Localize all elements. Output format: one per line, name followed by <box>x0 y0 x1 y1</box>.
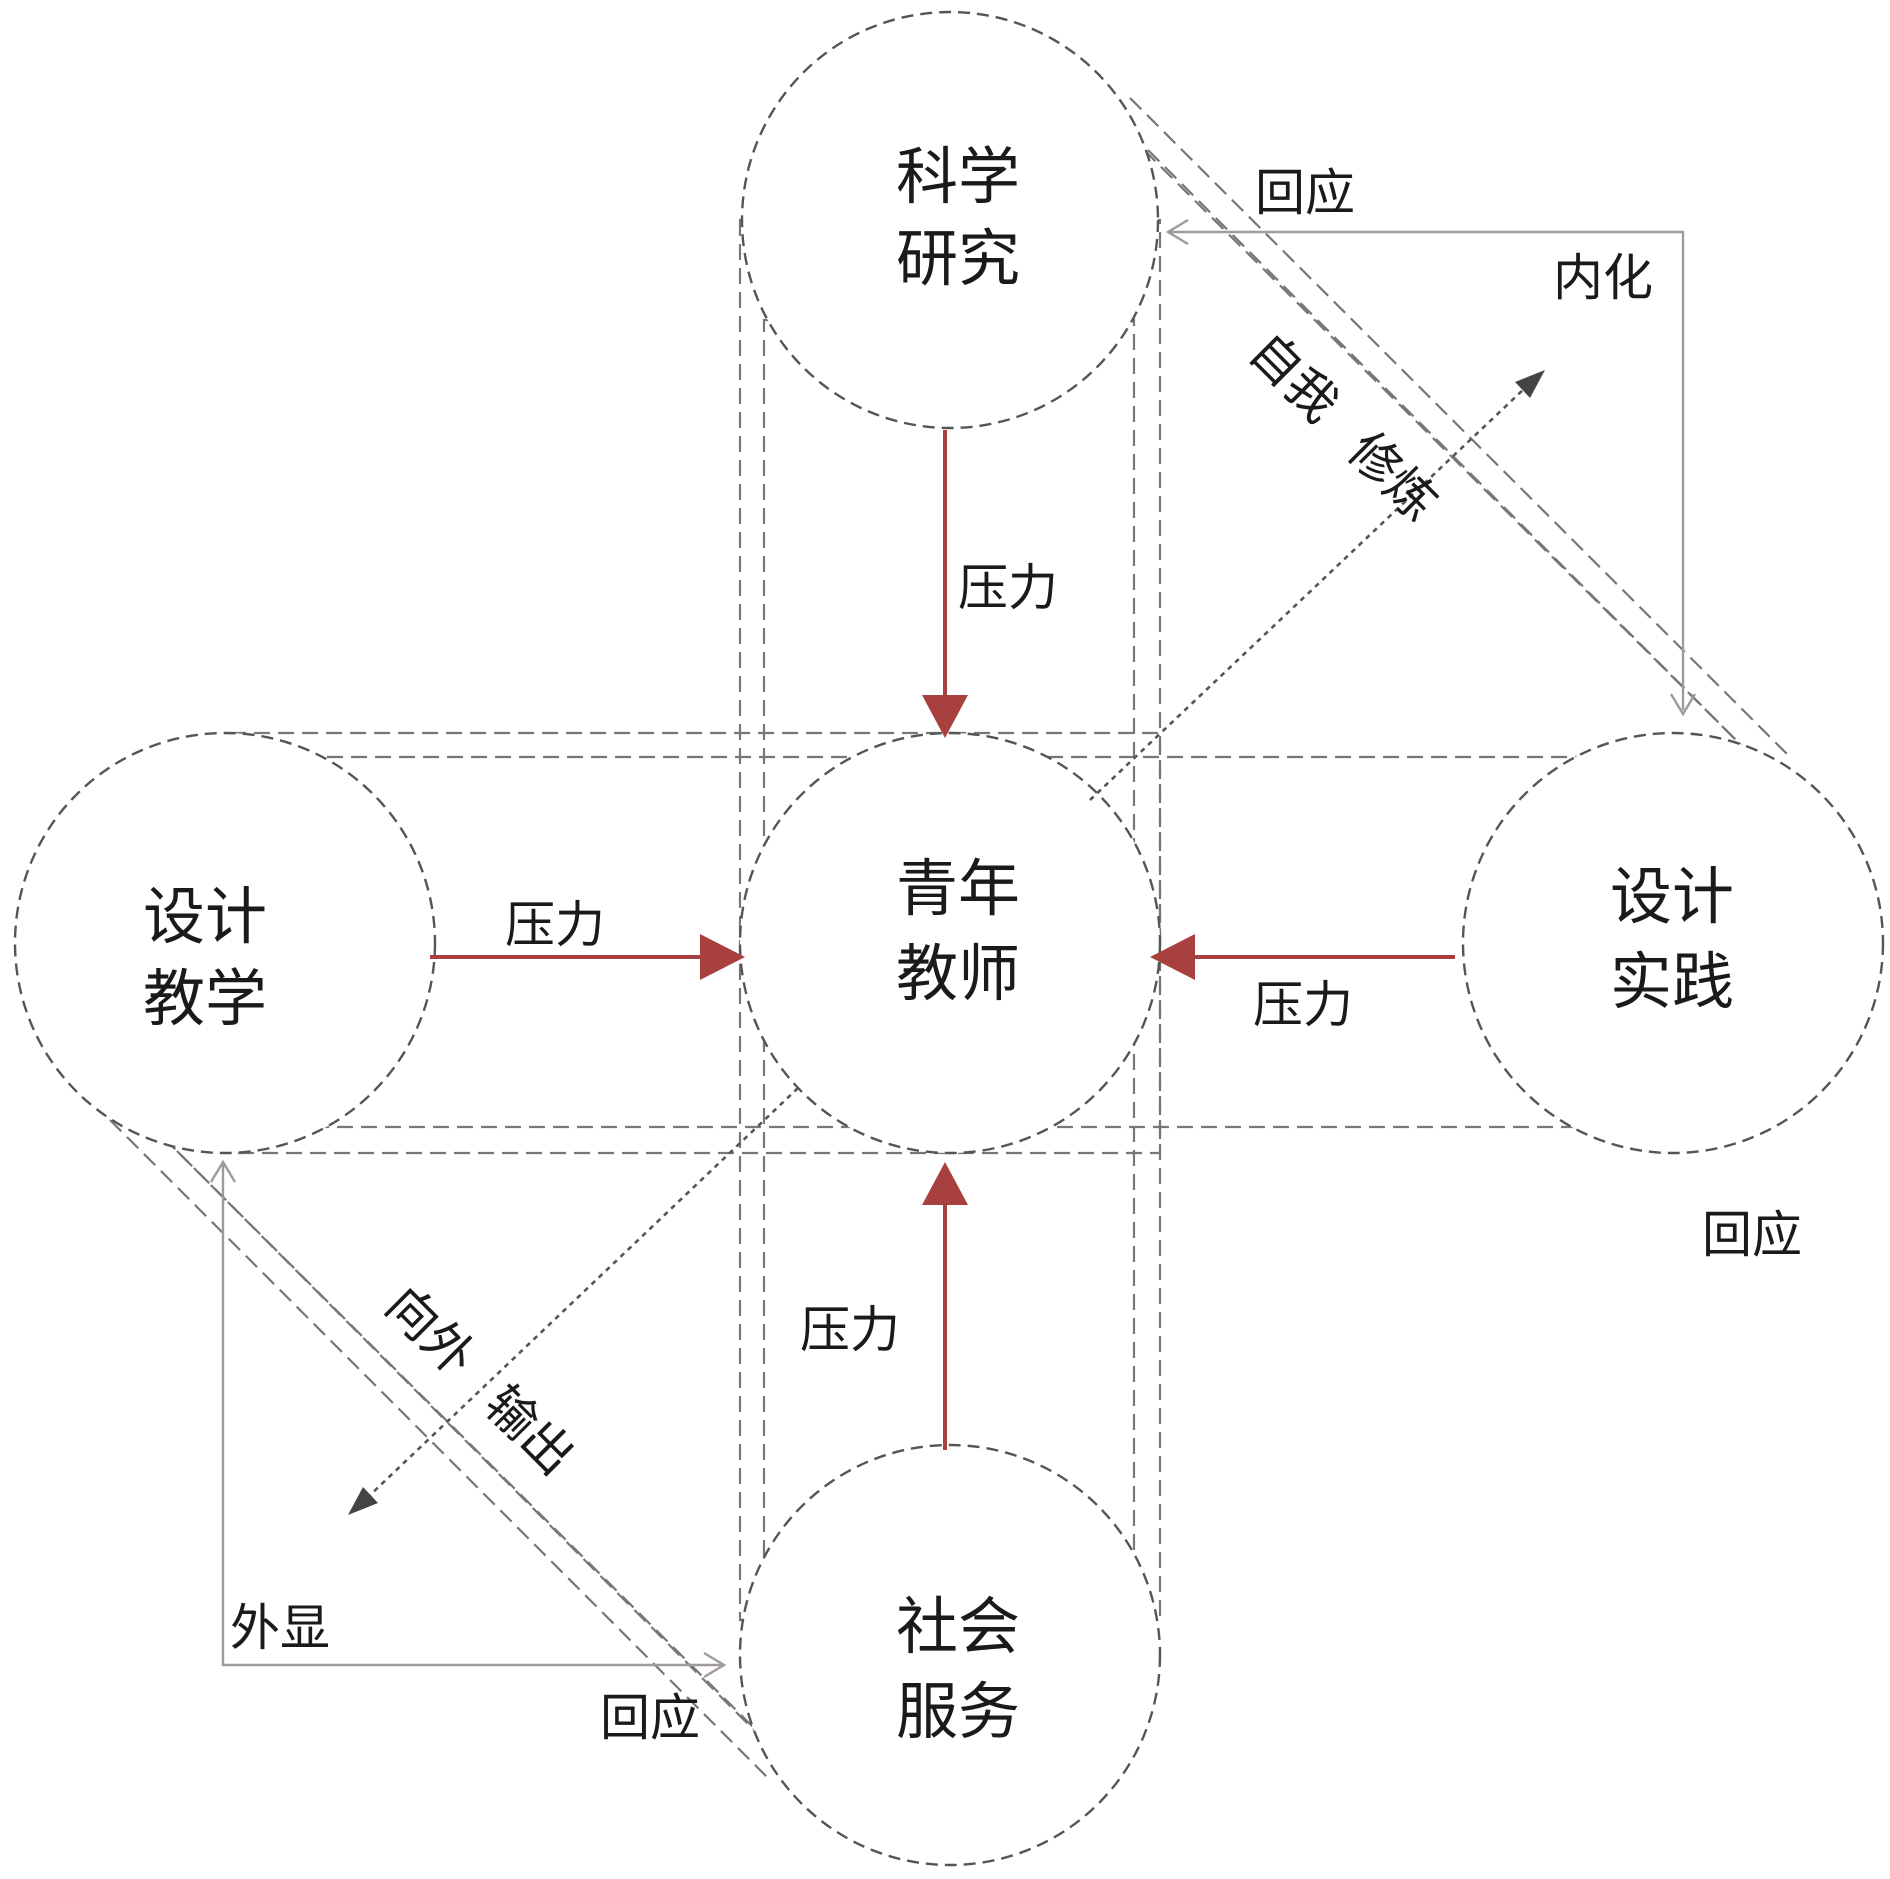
center-label-line2: 教师 <box>896 937 1020 1010</box>
diagonal-frame-bottom-left-c <box>159 1133 755 1731</box>
pressure-arrowhead-bottom <box>922 1162 968 1205</box>
internalize-label: 内化 <box>1553 249 1653 307</box>
pressure-label-bottom: 压力 <box>800 1301 900 1359</box>
pressure-label-left: 压力 <box>505 896 605 954</box>
research-label-line1: 科学 <box>896 140 1020 213</box>
feedback-arrowhead-to-service <box>703 1651 727 1679</box>
service-label-line1: 社会 <box>896 1590 1020 1663</box>
node-circle-practice <box>1461 731 1885 1155</box>
feedback-arrowhead-to-practice <box>1669 693 1697 717</box>
self-cultivation-line <box>1089 387 1526 801</box>
externalize-label: 外显 <box>230 1599 330 1657</box>
self-cultivation-arrowhead <box>1515 370 1545 398</box>
diagonal-frame-bottom-left-b <box>129 1103 791 1765</box>
pressure-arrows <box>430 430 1455 1450</box>
node-circle-teaching <box>13 731 437 1155</box>
self-cultivation-part2: 修炼 <box>1337 421 1449 533</box>
diagonal-frame-bottom-left-a <box>109 1119 771 1781</box>
feedback-arrowhead-to-teaching <box>209 1159 237 1183</box>
outward-output-part1: 向外 <box>375 1276 487 1388</box>
research-label-line2: 研究 <box>896 222 1020 295</box>
practice-label-line1: 设计 <box>1610 860 1734 933</box>
pressure-arrowhead-top <box>922 695 968 738</box>
outward-output-part2: 输出 <box>474 1375 586 1487</box>
pressure-arrowhead-left <box>700 934 745 980</box>
response-label-top: 回应 <box>1255 164 1355 222</box>
response-label-bottom: 回应 <box>600 1689 700 1747</box>
diagonal-frame-top-right-c <box>1147 149 1741 745</box>
teaching-label-line2: 教学 <box>143 962 267 1035</box>
self-cultivation-label: 自我 修炼 <box>1238 322 1449 533</box>
outward-output-line <box>367 1087 799 1498</box>
dotted-arrows <box>348 370 1545 1515</box>
pressure-label-right: 压力 <box>1253 976 1353 1034</box>
nodes <box>13 10 1885 1867</box>
feedback-arrowhead-to-research <box>1165 218 1189 246</box>
feedback-loops <box>209 218 1697 1679</box>
node-circle-research <box>740 10 1160 430</box>
outward-output-arrowhead <box>348 1487 378 1515</box>
feedback-line-internalize <box>1168 230 1685 710</box>
response-label-right: 回应 <box>1702 1206 1802 1264</box>
node-labels: 科学 研究 设计 教学 青年 教师 设计 实践 社会 服务 <box>143 140 1734 1748</box>
service-label-line2: 服务 <box>896 1675 1020 1748</box>
teaching-label-line1: 设计 <box>143 880 267 953</box>
practice-label-line2: 实践 <box>1610 945 1734 1018</box>
center-label-line1: 青年 <box>896 852 1020 925</box>
diagonal-frame-top-right-b <box>1109 115 1769 773</box>
node-circle-service <box>738 1443 1162 1867</box>
pressure-label-top: 压力 <box>958 559 1058 617</box>
node-circle-center <box>738 731 1162 1155</box>
feedback-line-externalize <box>221 1162 724 1667</box>
pressure-arrowhead-right <box>1150 934 1195 980</box>
diagonal-frame-top-right-a <box>1129 97 1788 755</box>
